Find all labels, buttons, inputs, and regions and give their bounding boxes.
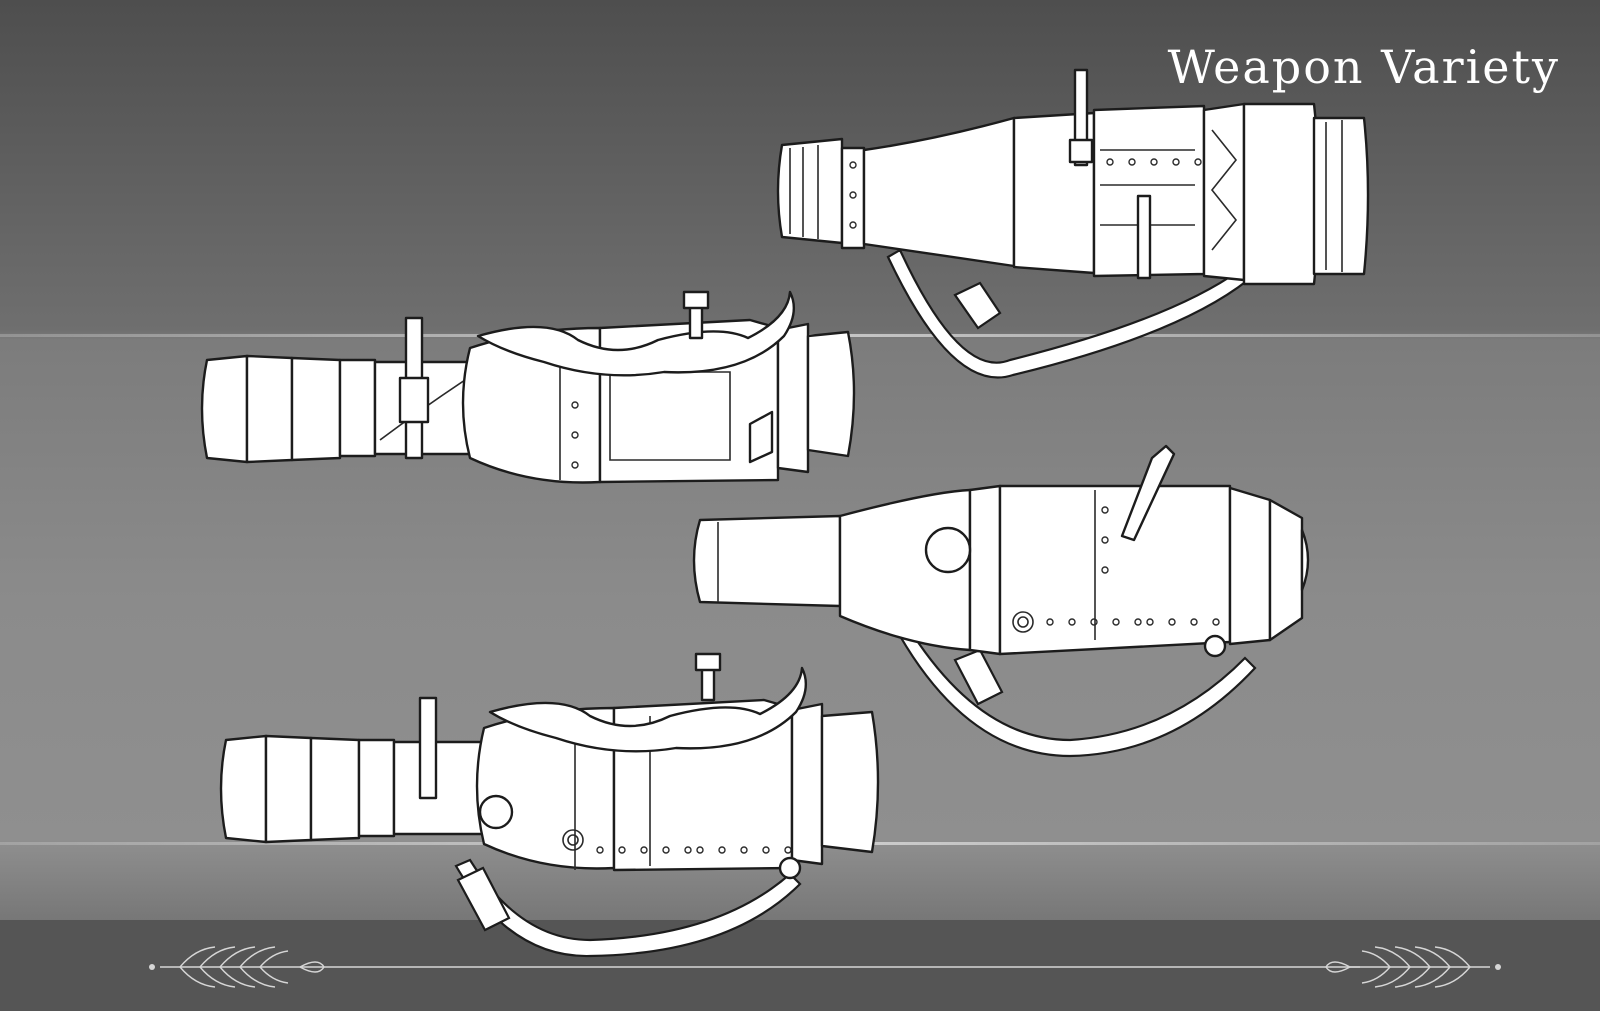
fern-ornament-left xyxy=(148,946,325,988)
weapon-barrel-cannon xyxy=(692,444,1310,758)
sheet-title: Weapon Variety xyxy=(1167,40,1560,94)
fern-ornament-right xyxy=(1325,946,1502,988)
footer-bar xyxy=(0,920,1600,1011)
weapon-winged-cannon-2 xyxy=(219,652,880,958)
weapon-winged-cannon-1 xyxy=(200,290,856,484)
weapon-spyglass-cannon-1 xyxy=(776,68,1370,379)
